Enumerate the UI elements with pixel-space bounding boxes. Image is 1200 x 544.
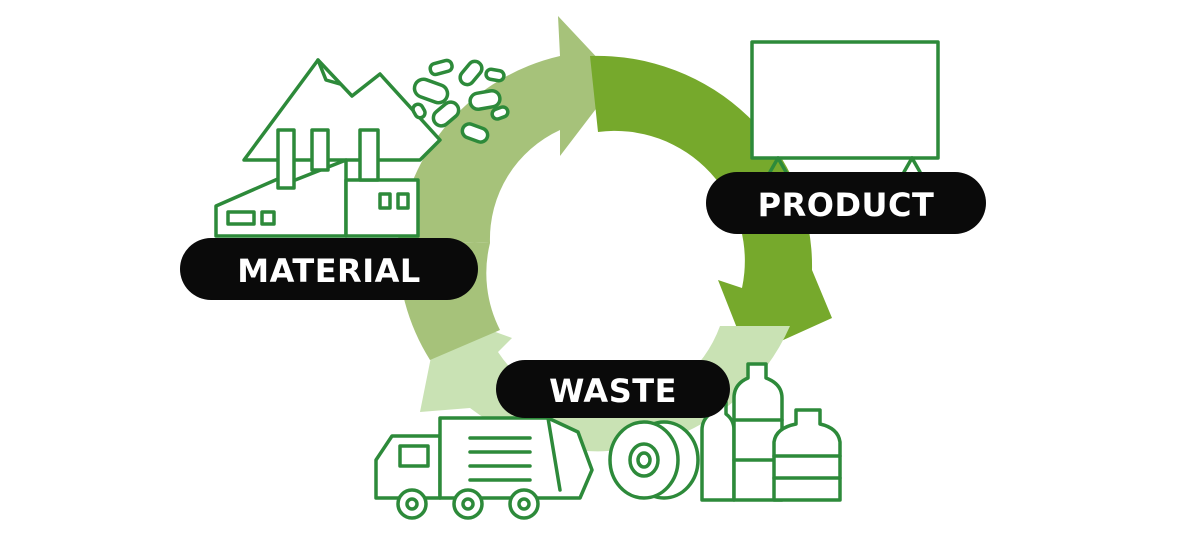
material-pill [180, 238, 478, 300]
product-label: PRODUCT [706, 172, 986, 234]
product-text: PRODUCT [758, 186, 935, 224]
material-label: MATERIAL [180, 238, 478, 300]
material-text: MATERIAL [237, 252, 421, 290]
factory-icon [214, 128, 420, 238]
bottle-icon [700, 362, 784, 502]
water-jug-icon [772, 408, 842, 502]
tape-roll-icon [608, 420, 700, 500]
arrow-product-to-waste [590, 55, 832, 356]
waste-text: WASTE [549, 372, 677, 410]
pellets-icon [411, 58, 510, 144]
waste-pill [496, 360, 730, 418]
product-pill [706, 172, 986, 234]
board-icon [750, 40, 940, 174]
mountains-icon [242, 58, 442, 162]
arrow-material-to-product [398, 16, 618, 243]
waste-label: WASTE [496, 360, 730, 418]
garbage-truck-icon [374, 416, 594, 520]
